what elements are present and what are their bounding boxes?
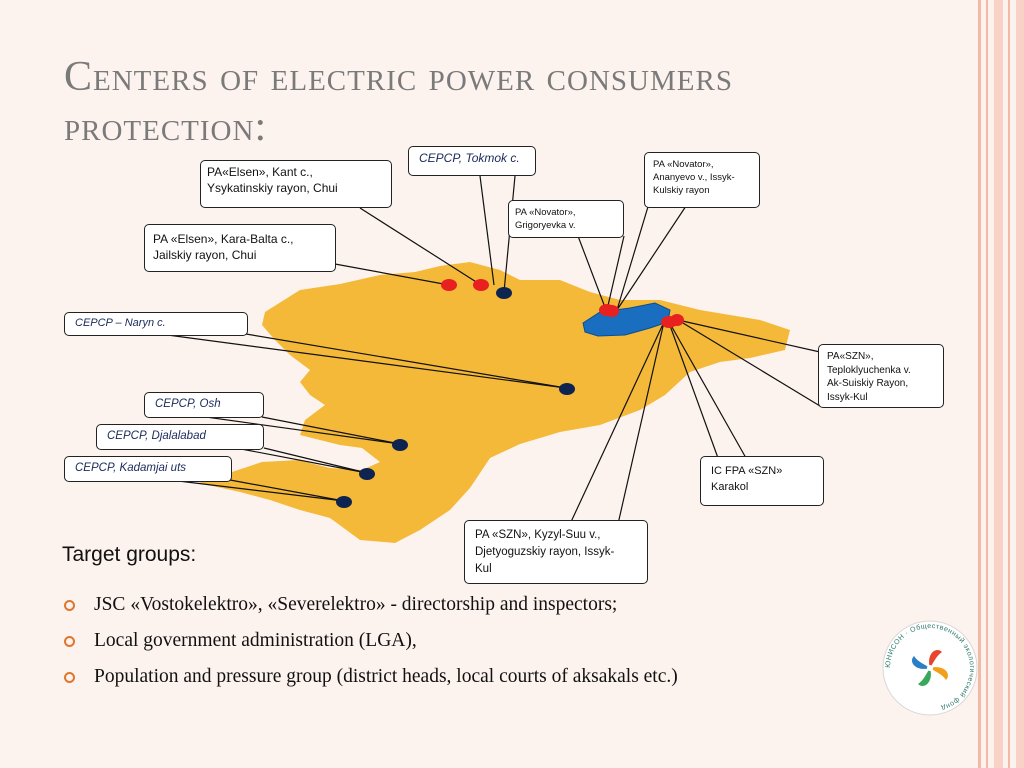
- callout-cepcp-kadamjai: CEPCP, Kadamjai uts: [64, 456, 232, 482]
- cepcp-marker: [496, 287, 512, 299]
- markers: [336, 279, 684, 508]
- bullet-icon: [64, 636, 75, 647]
- callout-elsen-kant: PA«Elsen», Kant c., Ysykatinskiy rayon, …: [200, 160, 392, 208]
- callout-cepcp-naryn: CEPCP – Naryn c.: [64, 312, 248, 336]
- target-groups-list: JSC «Vostokelektro», «Severelektro» - di…: [62, 592, 852, 700]
- callout-cepcp-osh: CEPCP, Osh: [144, 392, 264, 418]
- pa-marker: [441, 279, 457, 291]
- callout-szn-teploklyuchenka: PA«SZN», Teploklyuchenka v. Ak-Suiskiy R…: [818, 344, 944, 408]
- list-item: Local government administration (LGA),: [62, 628, 852, 653]
- decorative-stripes: [978, 0, 1024, 768]
- callout-elsen-kara-balta: PA «Elsen», Kara-Balta c., Jailskiy rayo…: [144, 224, 336, 272]
- unison-logo: ЮНИСОН · Общественный экологический фонд: [882, 620, 978, 716]
- cepcp-marker: [336, 496, 352, 508]
- callout-cepcp-djalalabad: CEPCP, Djalalabad: [96, 424, 264, 450]
- bullet-icon: [64, 672, 75, 683]
- callout-szn-karakol: IC FPA «SZN» Karakol: [700, 456, 824, 506]
- callout-novator-grigoryevka: PA «Novator», Grigoryevka v.: [508, 200, 624, 238]
- pinwheel-logo-icon: [911, 649, 949, 687]
- cepcp-marker: [392, 439, 408, 451]
- callout-szn-kyzyl-suu: PA «SZN», Kyzyl-Suu v., Djetyoguzskiy ra…: [464, 520, 648, 584]
- country-shape: [185, 262, 790, 543]
- pa-marker: [670, 314, 684, 326]
- callout-cepcp-tokmok: CEPCP, Tokmok c.: [408, 146, 536, 176]
- cepcp-marker: [559, 383, 575, 395]
- pa-marker: [605, 305, 619, 317]
- connector-lines: [159, 175, 821, 525]
- target-groups-heading: Target groups:: [62, 543, 197, 566]
- cepcp-marker: [359, 468, 375, 480]
- pa-marker: [473, 279, 489, 291]
- bullet-icon: [64, 600, 75, 611]
- list-item: JSC «Vostokelektro», «Severelektro» - di…: [62, 592, 852, 617]
- list-item: Population and pressure group (district …: [62, 664, 852, 689]
- callout-novator-ananyevo: PA «Novator», Ananyevo v., Issyk- Kulski…: [644, 152, 760, 208]
- slide-title: Centers of electric power consumers prot…: [64, 54, 733, 150]
